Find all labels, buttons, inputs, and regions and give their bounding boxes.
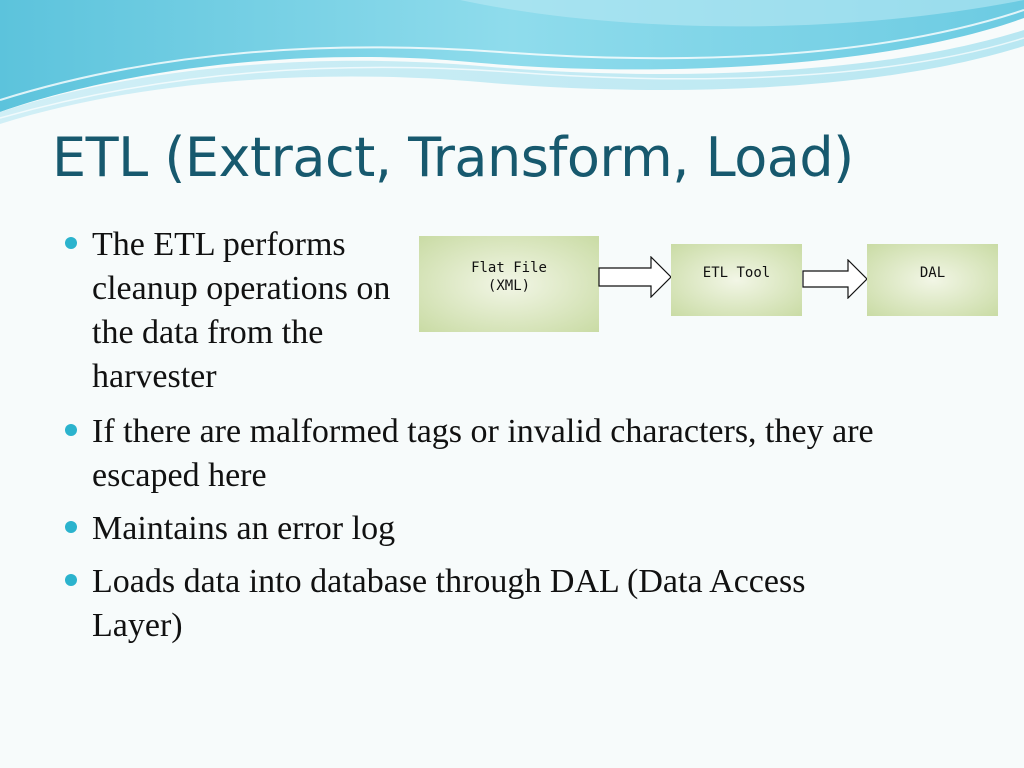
bullet-dot-icon — [65, 237, 77, 249]
right-arrow-icon — [802, 259, 868, 299]
bullet-item: If there are malformed tags or invalid c… — [65, 410, 972, 498]
diagram-box-flat-file: Flat File (XML) — [419, 236, 599, 332]
bullet-item: The ETL performs cleanup operations on t… — [65, 223, 412, 399]
flat-file-label: Flat File — [471, 260, 547, 276]
diagram-box-dal: DAL — [867, 244, 998, 316]
diagram-box-etl-tool: ETL Tool — [671, 244, 802, 316]
bullet-text: The ETL performs cleanup operations on t… — [92, 226, 391, 395]
bullet-text: Maintains an error log — [92, 510, 396, 547]
bullet-item: Loads data into database through DAL (Da… — [65, 560, 852, 648]
right-arrow-icon — [598, 256, 672, 298]
flat-file-format-label: (XML) — [487, 278, 531, 294]
slide-title: ETL (Extract, Transform, Load) — [52, 126, 854, 189]
bullet-dot-icon — [65, 521, 77, 533]
bullet-dot-icon — [65, 424, 77, 436]
dal-label: DAL — [919, 265, 946, 281]
bullet-text: If there are malformed tags or invalid c… — [92, 413, 874, 494]
bullet-text: Loads data into database through DAL (Da… — [92, 563, 806, 644]
header-wave-decoration — [0, 0, 1024, 124]
bullet-item: Maintains an error log — [65, 507, 972, 551]
etl-tool-label: ETL Tool — [702, 265, 771, 281]
bullet-dot-icon — [65, 574, 77, 586]
